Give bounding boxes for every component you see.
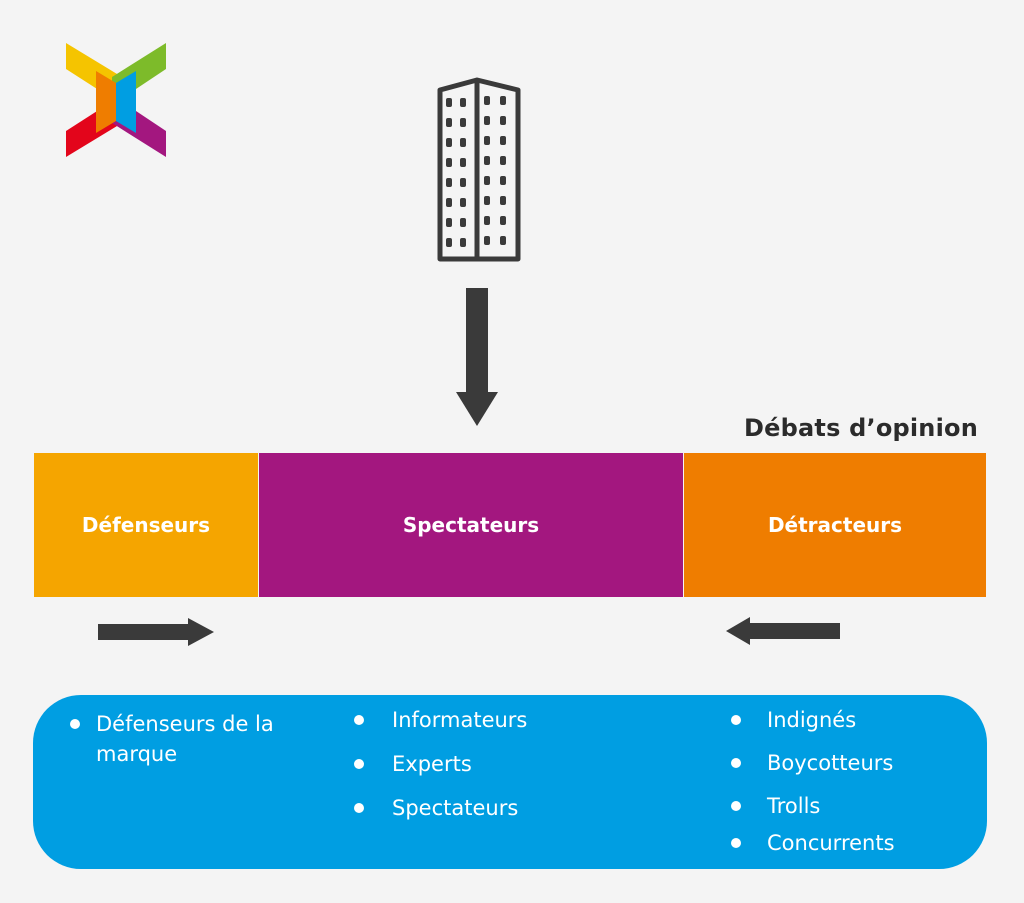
list-item: Défenseurs de la marque <box>70 709 316 769</box>
arrow-down-icon <box>456 288 498 426</box>
building-window <box>500 216 506 225</box>
list-item: Boycotteurs <box>731 748 987 778</box>
list-item: Concurrents <box>731 828 987 858</box>
building-window <box>460 98 466 107</box>
building-window <box>484 216 490 225</box>
building-window <box>460 158 466 167</box>
building-window <box>446 138 452 147</box>
audience-panel <box>33 695 987 869</box>
building-window <box>500 176 506 185</box>
building-window <box>500 136 506 145</box>
segment-spectateurs: Spectateurs <box>259 453 683 597</box>
building-window <box>446 178 452 187</box>
building-window <box>460 218 466 227</box>
building-window <box>446 238 452 247</box>
building-window <box>500 116 506 125</box>
building-window <box>460 118 466 127</box>
x-logo-icon <box>66 43 166 157</box>
spectateurs-list: Informateurs Experts Spectateurs <box>354 705 652 837</box>
list-item: Informateurs <box>354 705 652 735</box>
building-window <box>484 176 490 185</box>
building-window <box>446 198 452 207</box>
building-window <box>460 178 466 187</box>
building-window <box>500 236 506 245</box>
list-item: Trolls <box>731 791 987 821</box>
building-window <box>484 96 490 105</box>
building-window <box>484 116 490 125</box>
segment-defenseurs: Défenseurs <box>34 453 258 597</box>
building-window <box>446 158 452 167</box>
building-window <box>500 96 506 105</box>
segment-detracteurs: Détracteurs <box>684 453 986 597</box>
building-window <box>500 156 506 165</box>
list-item: Spectateurs <box>354 793 652 823</box>
defenseurs-list: Défenseurs de la marque <box>70 709 316 769</box>
building-window <box>446 98 452 107</box>
building-window <box>460 198 466 207</box>
building-icon <box>437 77 521 262</box>
building-window <box>460 238 466 247</box>
building-window <box>460 138 466 147</box>
detracteurs-list: Indignés Boycotteurs Trolls Concurrents <box>731 705 987 871</box>
list-item: Experts <box>354 749 652 779</box>
list-item: Indignés <box>731 705 987 735</box>
arrow-right-icon <box>98 618 214 646</box>
building-window <box>446 118 452 127</box>
diagram-heading: Débats d’opinion <box>744 414 978 442</box>
building-window <box>446 218 452 227</box>
arrow-left-icon <box>726 617 840 645</box>
building-window <box>484 236 490 245</box>
building-window <box>500 196 506 205</box>
building-window <box>484 136 490 145</box>
building-window <box>484 196 490 205</box>
building-window <box>484 156 490 165</box>
